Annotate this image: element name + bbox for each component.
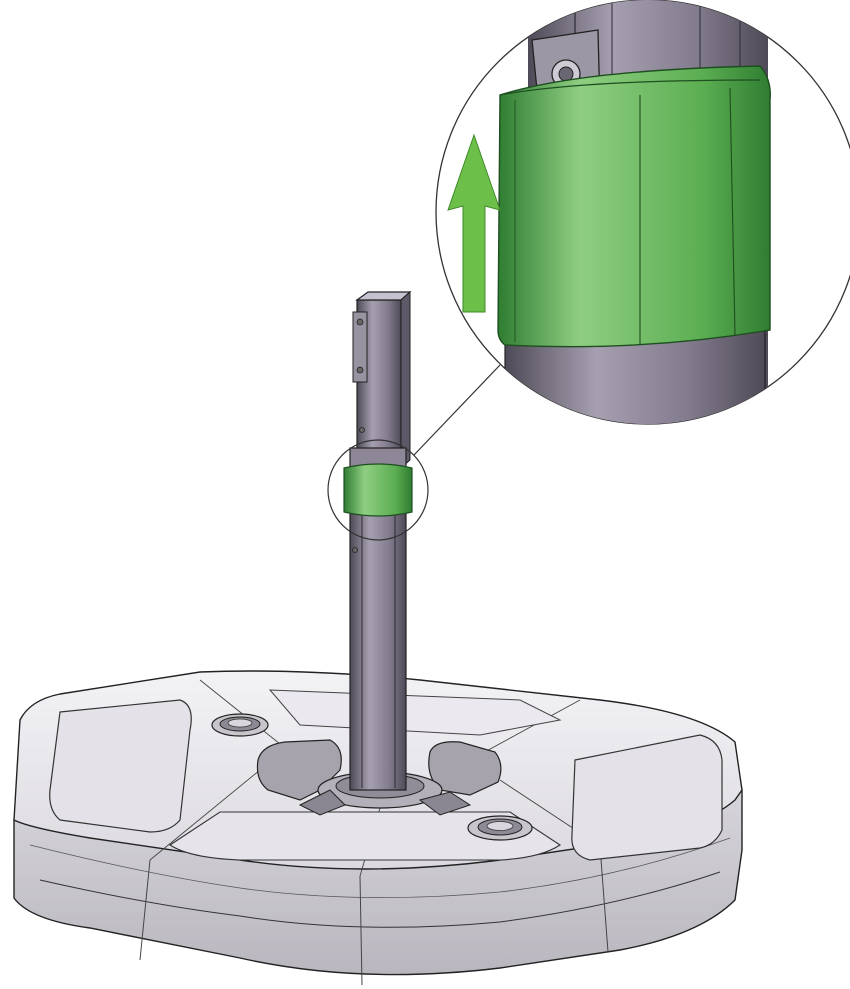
callout-leader	[413, 364, 501, 456]
base-front-band-2	[29, 837, 731, 899]
pole-lower	[349, 499, 407, 791]
detail-sleeve	[497, 65, 771, 348]
detail-bolt-inner	[558, 66, 574, 82]
base-seam	[149, 769, 261, 861]
bolt-icon	[359, 427, 365, 433]
base-seam	[599, 845, 609, 953]
base-left-panel	[49, 699, 192, 833]
pole-sleeve	[343, 463, 413, 517]
hub-wing	[298, 789, 346, 816]
callout-ring	[327, 439, 429, 541]
bolt-icon	[352, 547, 358, 553]
bolt-icon	[356, 366, 364, 374]
base-seam	[139, 859, 151, 961]
pole-top-side	[400, 290, 411, 470]
detail-sleeve-top-rim	[499, 79, 761, 96]
hub-bracket-right	[428, 741, 502, 796]
bolt-icon	[356, 318, 364, 326]
up-arrow-icon	[447, 133, 501, 313]
base-front-band	[39, 871, 721, 928]
fill-cap-left	[211, 713, 269, 737]
pole	[343, 290, 413, 791]
magnifier-callout-icon	[435, 0, 850, 425]
pole-bracket	[352, 311, 368, 383]
base-front-panel	[168, 811, 562, 861]
detail-sleeve-seam	[729, 87, 736, 336]
hub-wing	[418, 791, 472, 816]
base-seam	[359, 875, 363, 986]
base-back-panel	[268, 689, 562, 736]
fill-cap-right	[467, 815, 533, 841]
base-right-panel	[571, 734, 723, 861]
